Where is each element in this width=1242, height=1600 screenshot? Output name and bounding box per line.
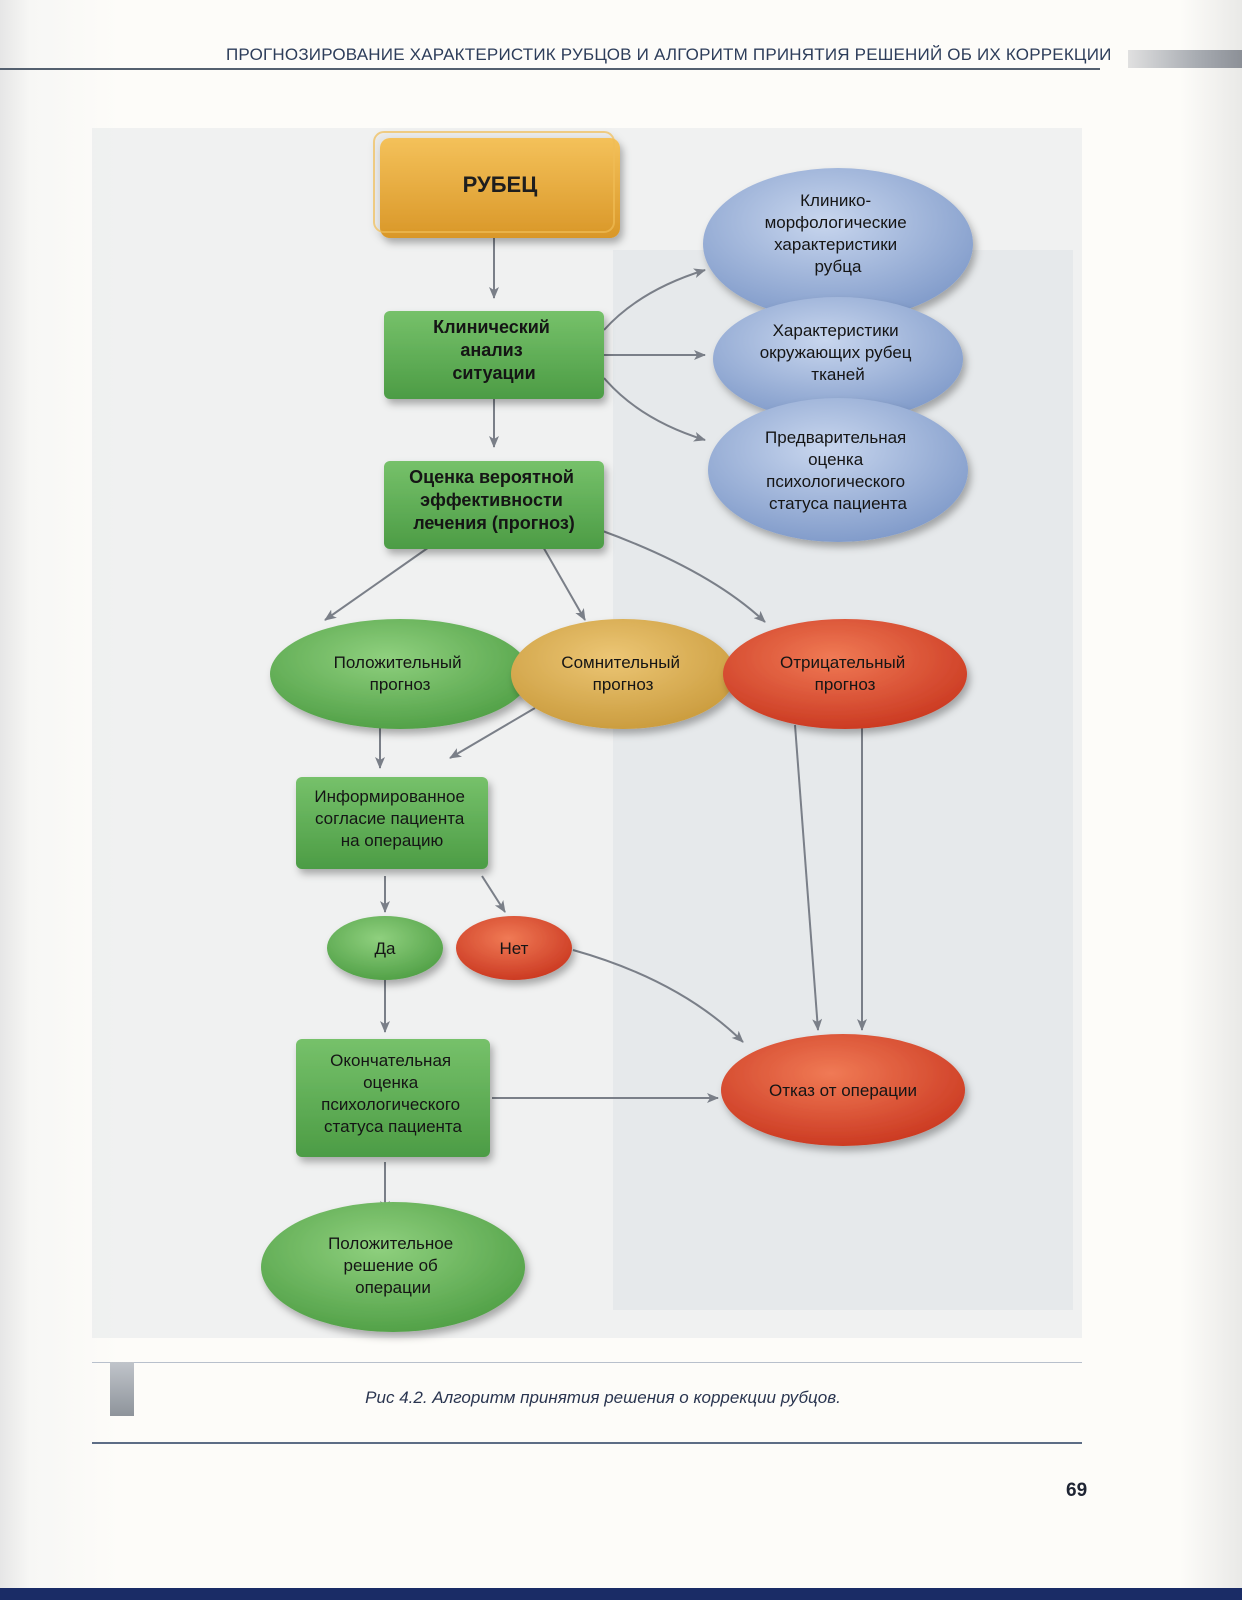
node-surrounding-line: окружающих рубец xyxy=(760,343,912,362)
svg-text:Информированное согласие: Информированное согласие пациента на опе… xyxy=(314,787,469,850)
node-refusal xyxy=(721,1034,965,1146)
node-consent xyxy=(296,777,488,869)
node-final-psych-line: оценка xyxy=(363,1073,419,1092)
header-tab xyxy=(1128,50,1242,68)
svg-text:Клинико- морфологические: Клинико- морфологические характеристики … xyxy=(765,191,912,276)
connectors xyxy=(324,238,867,1213)
node-final-psych-line: статуса пациента xyxy=(324,1117,462,1136)
figure-caption: Рис 4.2. Алгоритм принятия решения о кор… xyxy=(365,1388,841,1407)
node-clinical-analysis-line: ситуации xyxy=(452,363,535,383)
node-clinico-morph-line: характеристики xyxy=(774,235,897,254)
node-doubtful-prognosis xyxy=(511,619,735,729)
node-final-psych xyxy=(296,1039,490,1157)
svg-text:Отрицательный прогноз: Отрицательный прогноз xyxy=(780,653,910,694)
node-scar xyxy=(373,131,620,238)
arrow-effect-to-positive xyxy=(324,544,433,621)
node-clinical-analysis-line: анализ xyxy=(460,340,522,360)
node-clinico-morph-line: морфологические xyxy=(765,213,907,232)
node-consent-line: согласие пациента xyxy=(315,809,465,828)
node-prelim-psych xyxy=(708,398,968,542)
node-prelim-psych-line: статуса пациента xyxy=(769,494,907,513)
node-clinico-morph-line: рубца xyxy=(815,257,862,276)
node-clinical-analysis xyxy=(384,311,604,399)
svg-text:Положительное решение об: Положительное решение об операции xyxy=(328,1234,458,1297)
svg-text:Клинический анализ: Клинический анализ ситуации xyxy=(433,317,555,383)
node-positive-line: Положительный xyxy=(334,653,462,672)
node-positive-decision xyxy=(261,1202,525,1332)
node-surrounding-tissues xyxy=(713,297,963,421)
page-number: 69 xyxy=(1066,1480,1088,1501)
arrow-no-to-refusal xyxy=(572,949,744,1043)
node-negative-prognosis xyxy=(723,619,967,729)
node-negative-line: Отрицательный xyxy=(780,653,905,672)
node-yes xyxy=(327,916,443,980)
node-scar-line: РУБЕЦ xyxy=(463,172,538,197)
arrow-consent-to-no xyxy=(481,875,506,913)
node-consent-line: Информированное xyxy=(314,787,465,806)
node-prelim-psych-line: Предварительная xyxy=(765,428,906,447)
arrow-effect-to-negative xyxy=(599,529,766,623)
node-doubtful-line: Сомнительный xyxy=(561,653,680,672)
node-decision-line: операции xyxy=(355,1278,431,1297)
node-no xyxy=(456,916,572,980)
arrow-effect-to-doubtful xyxy=(541,544,586,621)
node-decision-line: Положительное xyxy=(328,1234,453,1253)
svg-text:Окончательная оценка: Окончательная оценка психологического ст… xyxy=(321,1051,465,1136)
node-prelim-psych-line: оценка xyxy=(808,450,864,469)
node-positive-line: прогноз xyxy=(370,675,431,694)
arrow-doubtful-to-refusal xyxy=(794,724,823,1031)
node-clinical-analysis-line: Клинический xyxy=(433,317,550,337)
arrow-analysis-to-morph xyxy=(603,268,706,331)
svg-text:Характеристики окружающи: Характеристики окружающих рубец тканей xyxy=(760,321,917,384)
caption-bottom-rule xyxy=(92,1442,1082,1444)
running-header: ПРОГНОЗИРОВАНИЕ ХАРАКТЕРИСТИК РУБЦОВ И А… xyxy=(226,45,1112,64)
node-effectiveness xyxy=(384,461,604,549)
caption-top-rule xyxy=(92,1362,1082,1363)
node-scar-label: РУБЕЦ xyxy=(463,172,538,197)
svg-text:Сомнительный прогноз: Сомнительный прогноз xyxy=(561,653,684,694)
node-doubtful-line: прогноз xyxy=(593,675,654,694)
caption-tab xyxy=(110,1362,134,1416)
arrow-analysis-to-psych xyxy=(603,377,706,442)
node-effectiveness-line: лечения (прогноз) xyxy=(413,513,575,533)
header-rule xyxy=(0,68,1100,70)
node-effectiveness-line: эффективности xyxy=(420,490,563,510)
node-positive-prognosis xyxy=(270,619,530,729)
svg-text:Оценка вероятной эффекти: Оценка вероятной эффективности лечения (… xyxy=(409,467,579,533)
node-clinico-morph-line: Клинико- xyxy=(800,191,871,210)
node-surrounding-line: тканей xyxy=(811,365,864,384)
node-consent-line: на операцию xyxy=(341,831,444,850)
svg-text:Предварительная оценка: Предварительная оценка психологического … xyxy=(765,428,911,513)
node-refusal-label: Отказ от операции xyxy=(769,1081,917,1100)
node-yes-label: Да xyxy=(375,939,397,958)
node-clinico-morph xyxy=(703,168,973,320)
node-surrounding-line: Характеристики xyxy=(773,321,899,340)
arrow-doubtful-to-consent xyxy=(449,707,536,759)
svg-text:Положительный прогноз: Положительный прогноз xyxy=(334,653,467,694)
node-no-label: Нет xyxy=(500,939,529,958)
node-final-psych-line: психологического xyxy=(321,1095,460,1114)
node-prelim-psych-line: психологического xyxy=(766,472,905,491)
node-decision-line: решение об xyxy=(344,1256,439,1275)
node-negative-line: прогноз xyxy=(815,675,876,694)
node-final-psych-line: Окончательная xyxy=(330,1051,451,1070)
node-effectiveness-line: Оценка вероятной xyxy=(409,467,574,487)
bottom-band xyxy=(0,1588,1242,1600)
